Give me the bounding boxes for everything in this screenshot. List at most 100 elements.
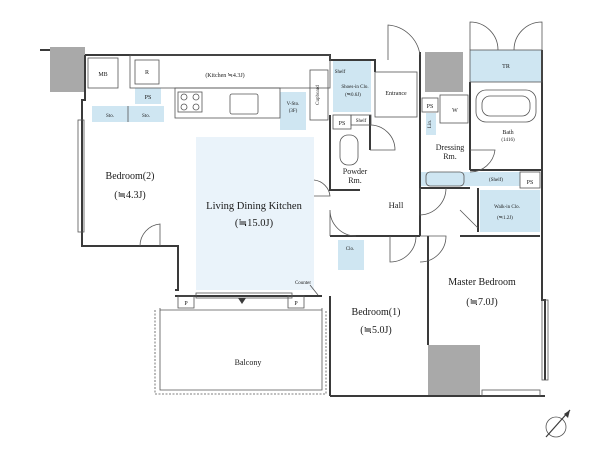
fixtures (87, 49, 543, 309)
label-shelf-walkin: (Shelf) (489, 178, 503, 183)
label-kitchen: (Kitchen ≒4.3J) (205, 72, 244, 79)
p-right-box (287, 295, 305, 309)
label-walkin-1: Walk-in Clo. (494, 205, 520, 210)
label-p-left: P (184, 301, 188, 307)
column-top-middle (425, 52, 463, 92)
vsto-box (280, 92, 306, 130)
tr-area (470, 50, 542, 82)
label-clo: Clo. (346, 247, 354, 252)
ps-hall-box (421, 97, 439, 113)
label-dressing-2: Rm. (443, 152, 457, 161)
label-bedroom1-2: (≒5.0J) (360, 325, 391, 336)
label-sto-1: Sto. (106, 114, 114, 119)
shelf-entrance-box (350, 114, 372, 126)
powder-door (369, 124, 396, 151)
label-entrance: Entrance (385, 91, 407, 97)
bath-door (469, 149, 496, 173)
stove-burner-2 (192, 93, 200, 101)
balcony-area (154, 308, 327, 395)
stove-burner-1 (180, 93, 188, 101)
master-door (419, 235, 447, 263)
label-walkin-2: (≒1.2J) (497, 216, 513, 221)
p-left-box (177, 295, 195, 309)
bedroom1-door (389, 235, 417, 263)
label-ps-kitchen: PS (145, 95, 152, 101)
label-bath-1: Bath (502, 130, 513, 136)
shelf-strip (420, 172, 520, 186)
ldk-entry-marker-icon (238, 298, 246, 304)
structural-columns (50, 47, 480, 395)
tr-door-left (469, 21, 499, 51)
label-ps-entrance: PS (339, 121, 346, 127)
mb-box (87, 57, 119, 89)
label-tr: TR (502, 64, 510, 70)
label-shelf-entrance: Shelf (356, 119, 367, 124)
wall-left (81, 55, 160, 247)
label-bedroom2-2: (≒4.3J) (114, 190, 145, 201)
label-cupboard: Cupboard (316, 85, 321, 105)
window-bedroom2 (77, 119, 85, 233)
label-counter: Counter (295, 281, 311, 286)
label-shoe-cl-1: Shoes-in Clo. (341, 85, 368, 90)
label-dressing-1: Dressing (436, 143, 464, 152)
ps-walkin-box (519, 171, 541, 189)
column-top-left (50, 47, 85, 92)
stove (177, 91, 203, 113)
label-bedroom2-1: Bedroom(2) (106, 171, 155, 182)
label-hall: Hall (389, 200, 404, 210)
label-mb: MB (98, 72, 107, 78)
label-vsto-1: V-Sto. (287, 102, 300, 107)
cupboard-box (309, 69, 329, 121)
label-balcony: Balcony (235, 358, 262, 367)
clo-closet (338, 240, 364, 270)
window-master-right (541, 299, 549, 381)
ldk-door (313, 179, 331, 197)
label-ps-walkin: PS (527, 180, 534, 186)
label-r: R (145, 70, 149, 76)
stove-burner-4 (192, 103, 200, 111)
wall-powder-left (329, 115, 360, 191)
kitchen-counter-top (129, 54, 331, 89)
storage-areas (92, 50, 542, 290)
entrance-step (374, 71, 418, 118)
label-bath-2: (1416) (501, 138, 515, 143)
counter-line (309, 284, 319, 296)
bathtub-outer (475, 89, 537, 123)
window-master-bottom (481, 389, 541, 397)
stove-burner-3 (180, 103, 188, 111)
label-powder-2: Rm. (348, 176, 362, 185)
ldk-floor (196, 137, 314, 290)
label-w: W (452, 108, 458, 114)
dressing-door (419, 187, 447, 216)
north-arrow-icon (545, 409, 571, 438)
label-vsto-2: (3F) (289, 109, 298, 114)
doors (139, 21, 543, 263)
label-ps-hall: PS (427, 104, 434, 110)
bedroom2-door (139, 223, 161, 247)
ps-kitchen-box (135, 88, 161, 104)
label-shelf-top: Shelf (335, 70, 346, 75)
label-shoe-cl-2: (≒0.6J) (345, 93, 361, 98)
washer-box (439, 94, 469, 124)
label-sto-2: Sto. (142, 114, 150, 119)
tr-door-right (513, 21, 543, 51)
label-powder-1: Powder (343, 167, 368, 176)
wall-bedroom2-bottom (160, 245, 179, 291)
kitchen-sink (229, 93, 259, 115)
kitchen-counter (174, 87, 281, 119)
vanity-sink (425, 171, 465, 187)
entrance-door (387, 24, 421, 60)
label-bedroom1-1: Bedroom(1) (352, 307, 401, 318)
balcony-outline (159, 308, 323, 391)
label-lin: Lin. (428, 120, 433, 128)
wall-top-run (85, 54, 376, 72)
label-ldk-2: (≒15.0J) (235, 218, 274, 229)
bathtub-inner (481, 95, 531, 117)
wall-right-outer (541, 50, 546, 380)
r-box (134, 59, 160, 85)
label-ldk-1: Living Dining Kitchen (206, 201, 302, 212)
shoe-closet (333, 60, 371, 112)
lin-closet (426, 113, 436, 135)
